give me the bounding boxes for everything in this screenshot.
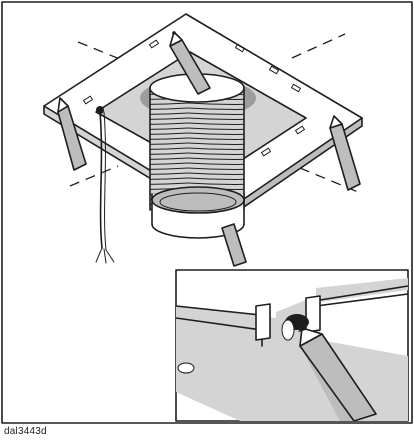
wire-leads: [95, 111, 115, 264]
pencil-bottom: [221, 223, 247, 267]
pencil-left: [57, 97, 87, 171]
figure-border: [1, 1, 413, 424]
pencil-right: [329, 115, 361, 191]
pencil-top: [169, 31, 211, 95]
inset-detail: [175, 269, 409, 422]
flex-duct: [140, 73, 256, 239]
diagram-reference-code: dal3443d: [4, 426, 47, 437]
